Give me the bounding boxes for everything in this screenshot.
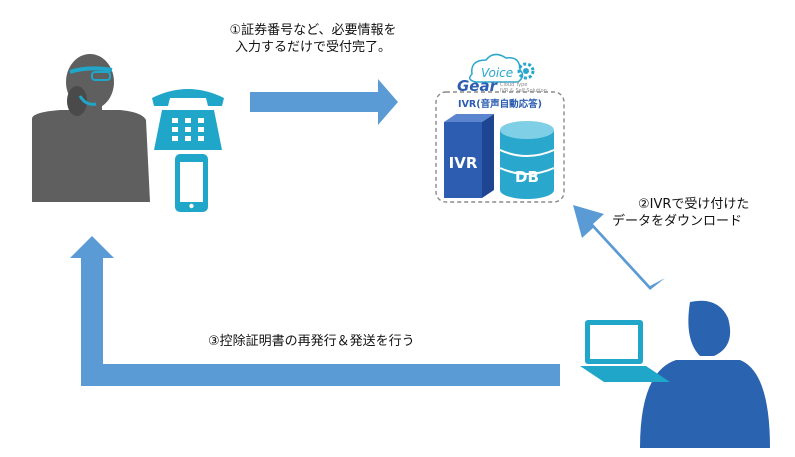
step1-text: ①証券番号など、必要情報を 入力するだけで受付完了。: [218, 22, 408, 56]
brand-tagline-2: IVR & Self Solution: [500, 88, 547, 94]
db-label: DB: [515, 168, 539, 186]
ivr-server: IVR: [444, 114, 494, 198]
ivr-system-box: [435, 91, 565, 203]
step2-text: ②IVRで受け付けた データをダウンロード: [612, 196, 749, 230]
brand-gear: Gear: [457, 77, 499, 95]
customer-silhouette: [32, 54, 150, 202]
arrow-to-ivr: [250, 79, 398, 125]
laptop-icon: [580, 320, 670, 382]
step2-line2: データをダウンロード: [612, 214, 743, 229]
arrow-to-system: [573, 205, 665, 290]
step3-text: ③控除証明書の再発行＆発送を行う: [208, 334, 415, 349]
smartphone-icon: [175, 154, 208, 212]
step2-line1: ②IVRで受け付けた: [638, 197, 750, 212]
operator-silhouette: [640, 300, 770, 448]
ivr-label: IVR: [449, 154, 478, 172]
database-cylinder: DB: [499, 121, 555, 199]
step1-line1: ①証券番号など、必要情報を: [229, 23, 397, 38]
ivr-box-title: IVR(音声自動応答): [458, 98, 542, 110]
telephone-icon: [152, 89, 224, 150]
step1-line2: 入力するだけで受付完了。: [234, 40, 391, 55]
voicegear-logo: Voice Gear Cloud Type IVR & Self Solutio…: [457, 53, 547, 95]
brand-voice: Voice: [481, 66, 513, 80]
arrow-return-to-customer: [70, 236, 560, 386]
brand-tagline-1: Cloud Type: [500, 82, 527, 88]
